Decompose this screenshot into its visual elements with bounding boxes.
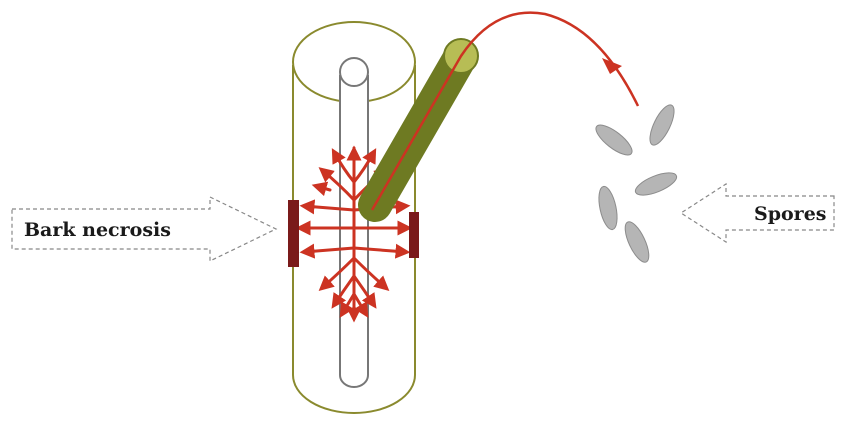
necrosis-lesion-right	[409, 212, 419, 258]
spore	[620, 219, 653, 266]
spore	[596, 185, 621, 231]
spore	[633, 168, 680, 199]
bark-necrosis-callout: Bark necrosis	[12, 197, 276, 261]
spores-callout: Spores	[681, 184, 834, 242]
spore	[645, 102, 679, 149]
spores-label: Spores	[754, 203, 826, 225]
necrosis-lesion-left	[288, 200, 299, 267]
spore	[592, 120, 637, 160]
bark-necrosis-label: Bark necrosis	[24, 219, 171, 241]
spores-cluster	[592, 102, 680, 266]
